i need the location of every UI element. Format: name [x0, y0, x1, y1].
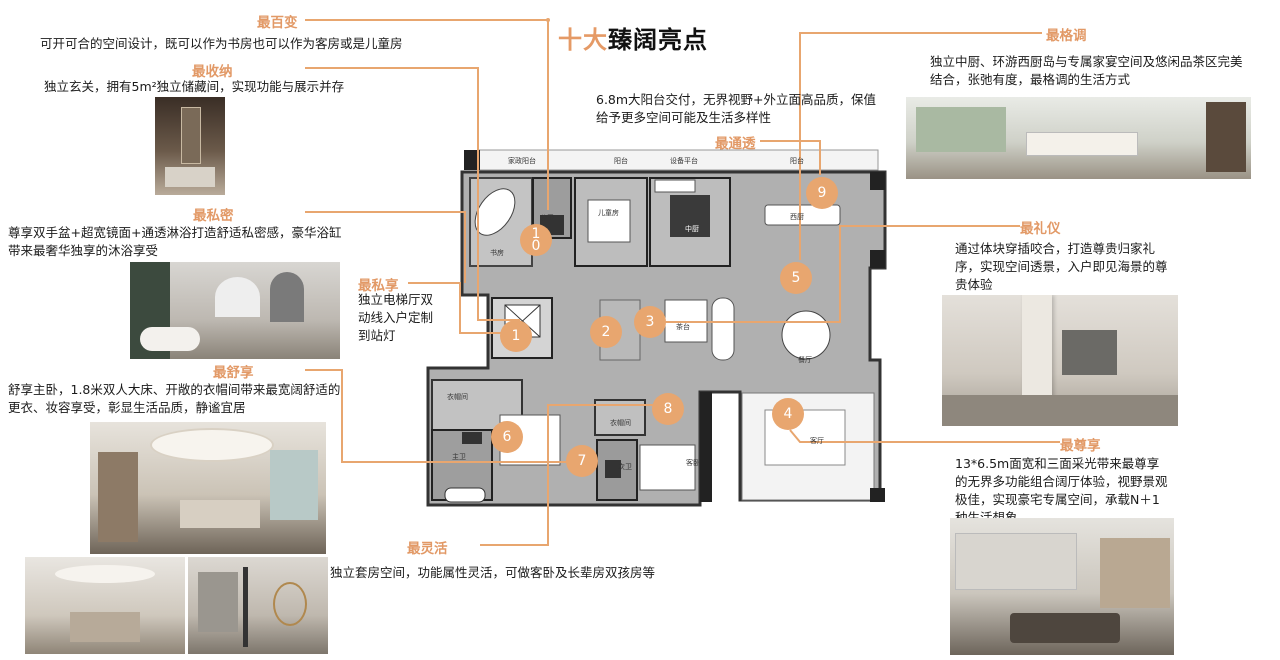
photo-living-room	[950, 518, 1174, 655]
kitchen-counter	[654, 179, 696, 193]
label-equipment: 设备平台	[670, 157, 698, 165]
bathtub	[444, 487, 486, 503]
label-kids: 儿童房	[598, 209, 619, 217]
western-island	[764, 204, 841, 226]
feature-text-3: 尊享双手盆+超宽镜面+通透淋浴打造舒适私密感，豪华浴缸带来最奢华独享的沐浴享受	[8, 225, 342, 258]
photo-storage	[155, 97, 225, 195]
title-rest: 臻阔亮点	[608, 25, 708, 54]
marker-1: 1	[500, 320, 532, 352]
label-guest-bath: 次卫	[618, 463, 632, 471]
feature-heading-1: 最百变	[257, 15, 298, 31]
label-western: 西厨	[790, 213, 804, 221]
feature-heading-2: 最收纳	[192, 64, 233, 80]
feature-text-8: 独立中厨、环游西厨岛与专属家宴空间及悠闲品茶区完美结合，张弛有度，最格调的生活方…	[930, 54, 1243, 87]
feature-text-5: 舒享主卧，1.8米双人大床、开敞的衣帽间带来最宽阔舒适的更衣、妆容享受，彰显生活…	[8, 382, 341, 415]
marker-9: 9	[806, 177, 838, 209]
marker-7: 7	[566, 445, 598, 477]
feature-heading-4: 最私享	[358, 278, 399, 294]
label-study: 书房	[490, 249, 504, 257]
kitchen-room	[649, 177, 731, 267]
study-chair	[474, 188, 516, 236]
feature-text-2: 独立玄关，拥有5m²独立储藏间，实现功能与展示并存	[44, 79, 345, 94]
kitchen-island-dark	[670, 195, 710, 237]
label-powder: 公卫	[540, 214, 554, 222]
photo-guest-bedroom	[25, 557, 185, 654]
sofa-island	[711, 297, 735, 361]
photo-master-bedroom	[90, 422, 326, 554]
feature-text-7: 6.8m大阳台交付，无界视野+外立面高品质，保值给予更多空间可能及生活多样性	[596, 92, 877, 125]
marker-5: 5	[780, 262, 812, 294]
label-tea: 茶台	[676, 323, 690, 331]
marker-4: 4	[772, 398, 804, 430]
master-bath-fixture	[462, 432, 482, 444]
label-balcony2: 阳台	[614, 157, 628, 165]
marker-10: 1 0	[520, 224, 552, 256]
page-title: 十大臻阔亮点	[558, 20, 708, 55]
feature-text-6: 独立套房空间，功能属性灵活，可做客卧及长辈房双孩房等	[330, 565, 656, 580]
title-accent: 十大	[558, 25, 608, 54]
label-living: 客厅	[810, 437, 824, 445]
photo-bathroom	[130, 262, 340, 359]
label-balcony3: 阳台	[790, 157, 804, 165]
feature-heading-8: 最格调	[1046, 28, 1087, 44]
dining-table	[781, 310, 831, 360]
guest-bed	[639, 444, 696, 491]
feature-text-1: 可开可合的空间设计，既可以作为书房也可以作为客房或是儿童房	[40, 36, 403, 51]
label-closet2: 衣帽间	[610, 419, 631, 427]
label-master-bath: 主卫	[452, 453, 466, 461]
label-closet1: 衣帽间	[447, 393, 468, 401]
photo-kitchen-dining	[906, 97, 1251, 179]
feature-text-9: 通过体块穿插咬合，打造尊贵归家礼序，实现空间透景，入户即见海景的尊贵体验	[955, 241, 1168, 292]
feature-heading-9: 最礼仪	[1020, 221, 1061, 237]
feature-heading-5: 最舒享	[213, 365, 254, 381]
feature-text-4: 独立电梯厅双动线入户定制到站灯	[358, 292, 434, 343]
connector-lines	[305, 19, 1060, 546]
feature-heading-7: 最通透	[715, 136, 756, 152]
feature-heading-6: 最灵活	[407, 541, 448, 557]
feature-heading-3: 最私密	[193, 208, 234, 224]
label-guest: 客卧	[686, 459, 700, 467]
label-kitchen: 中厨	[685, 225, 699, 233]
feature-text-10: 13*6.5m面宽和三面采光带来最尊享的无界多功能组合阔厅体验，视野景观极佳，实…	[955, 456, 1168, 525]
marker-8: 8	[652, 393, 684, 425]
photo-guest-bath	[188, 557, 328, 654]
kids-bed	[587, 199, 631, 243]
label-dining: 餐厅	[798, 356, 812, 364]
marker-6: 6	[491, 421, 523, 453]
guest-bath-fixture	[605, 460, 621, 478]
marker-3: 3	[634, 306, 666, 338]
feature-heading-10: 最尊享	[1060, 438, 1101, 454]
photo-entry	[942, 295, 1178, 426]
label-balcony1: 家政阳台	[508, 157, 536, 165]
marker-2: 2	[590, 316, 622, 348]
